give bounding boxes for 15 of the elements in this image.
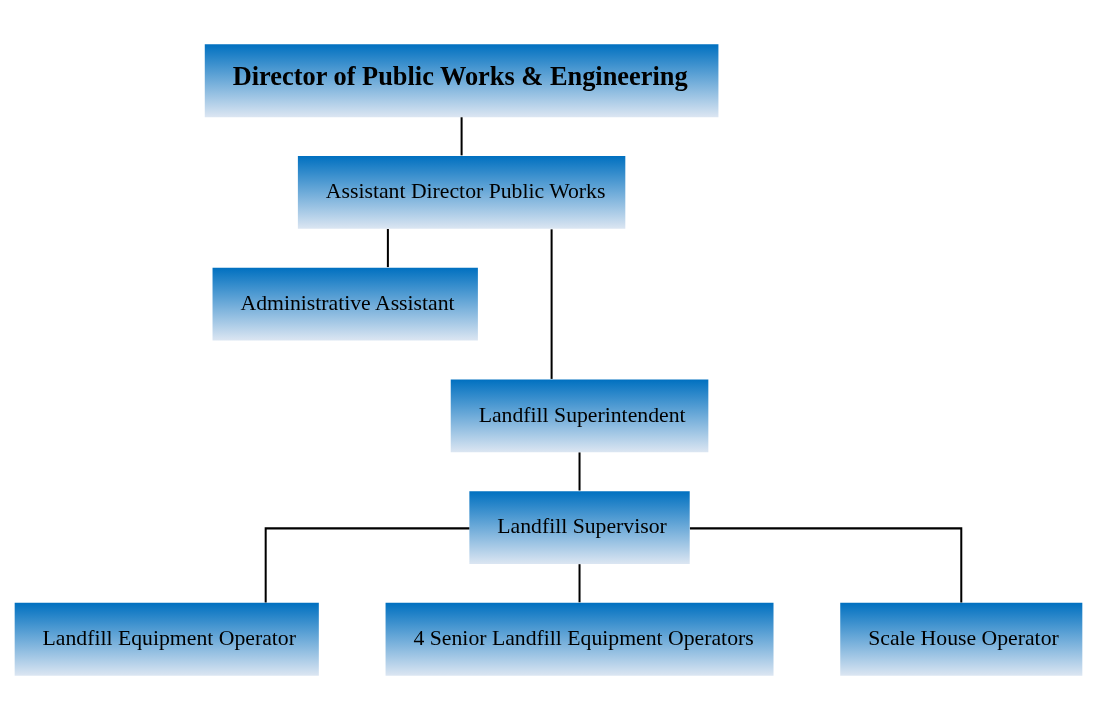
node-box: 4 Senior Landfill Equipment Operators — [385, 602, 774, 676]
connector — [578, 563, 581, 602]
node-box: Administrative Assistant — [212, 267, 478, 341]
connector — [578, 451, 581, 491]
connector — [386, 228, 389, 267]
node-box: Landfill Superintendent — [450, 378, 709, 452]
node-box: Landfill Supervisor — [469, 490, 690, 564]
connector — [264, 526, 470, 602]
node-box: Director of Public Works & Engineering — [204, 43, 719, 117]
node-box: Assistant Director Public Works — [297, 155, 626, 229]
connector — [550, 228, 553, 379]
node-box: Landfill Equipment Operator — [14, 602, 319, 676]
node-box: Scale House Operator — [840, 602, 1083, 676]
connector — [460, 116, 463, 155]
connector — [689, 526, 963, 602]
